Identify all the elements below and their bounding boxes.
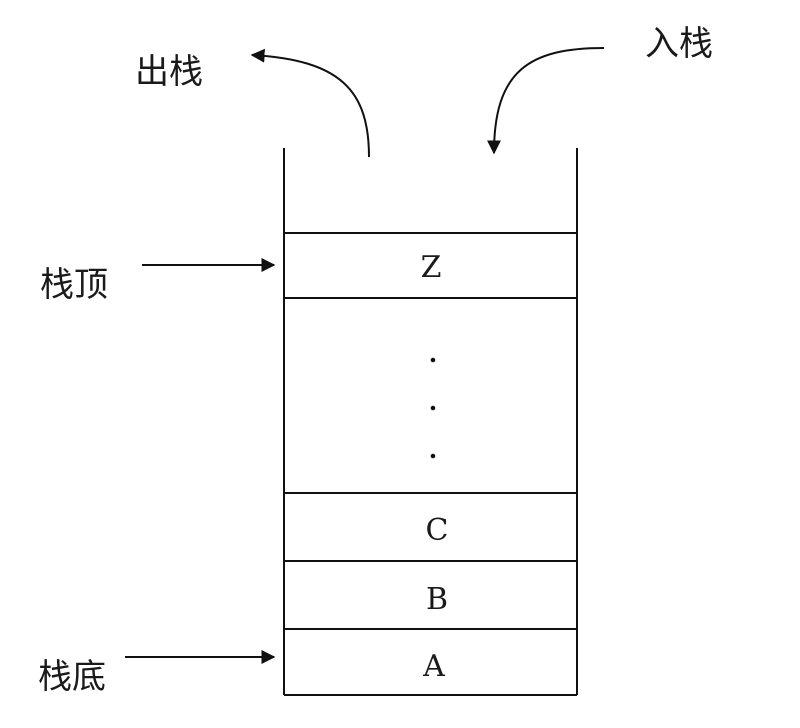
top-label: 栈顶 — [40, 265, 108, 305]
push-arrow — [487, 47, 605, 155]
cell-c-text: C — [426, 513, 449, 548]
cell-a-text: A — [422, 649, 445, 684]
ellipsis-dot — [430, 405, 436, 411]
pop-arrow — [250, 48, 370, 158]
bottom-label: 栈底 — [38, 657, 106, 697]
ellipsis-dot — [430, 453, 436, 459]
ellipsis-dot — [430, 357, 436, 363]
pop-label: 出栈 — [135, 52, 203, 92]
cell-b-text: B — [426, 582, 448, 617]
push-label: 入栈 — [645, 24, 713, 64]
top-cell-text: Z — [421, 250, 442, 285]
